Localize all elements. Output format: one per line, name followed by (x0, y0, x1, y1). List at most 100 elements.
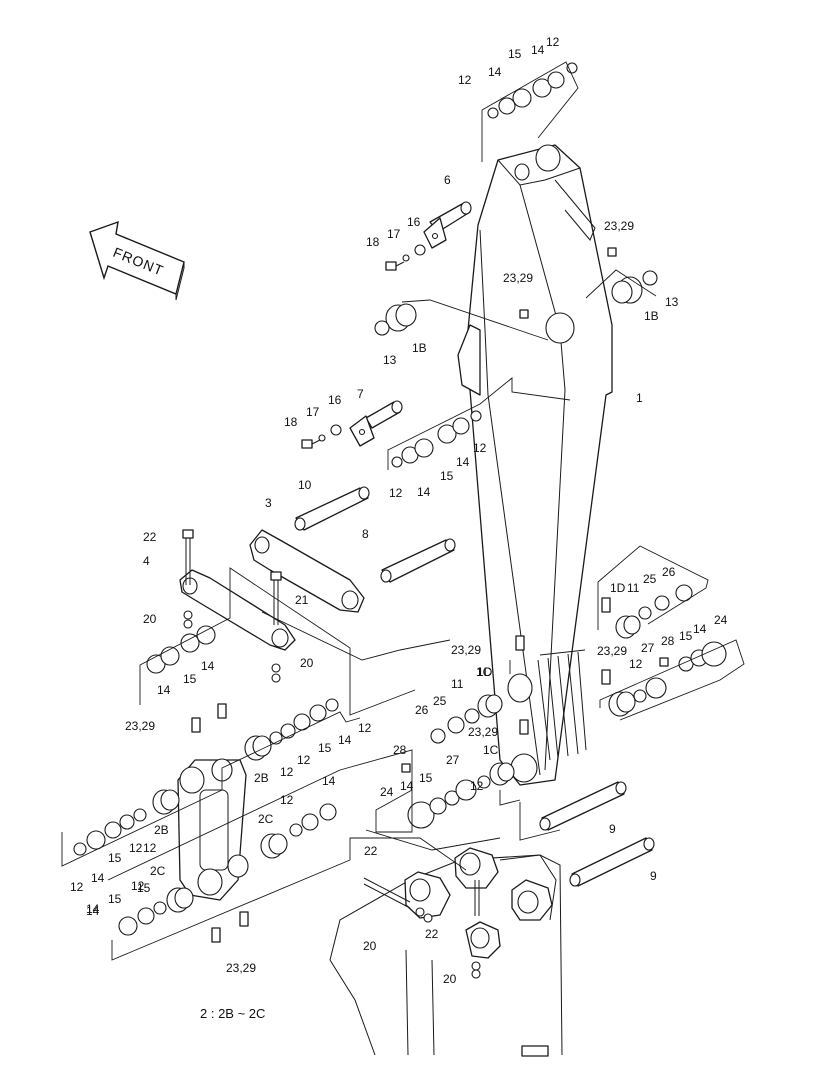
callout-label: 8 (362, 527, 369, 541)
callout-label: 17 (387, 227, 401, 241)
callout-label: 14 (531, 43, 545, 57)
callout-label: 14 (417, 485, 431, 499)
callout-label: 20 (300, 656, 314, 670)
callout-label: 24 (714, 613, 728, 627)
callout-label: 28 (393, 743, 407, 757)
callout-label: 13 (383, 353, 397, 367)
callout-label: 14 (693, 622, 707, 636)
callout-label: 14 (456, 455, 470, 469)
callout-label: 15 (137, 881, 151, 895)
callout-label: 26 (415, 703, 429, 717)
callout-label: 22 (425, 927, 439, 941)
pin-7 (349, 400, 403, 447)
callout-label: 12 (470, 779, 484, 793)
callout-label: 12 (131, 879, 145, 893)
callout-label: 14 (488, 65, 502, 79)
callout-label: 9 (650, 869, 657, 883)
callout-label: 21 (295, 593, 309, 607)
callout-label: 25 (433, 694, 447, 708)
callout-label: 25 (643, 572, 657, 586)
callout-label: 15 (108, 851, 122, 865)
pin-9-lower (569, 837, 655, 887)
callout-label: 18 (284, 415, 298, 429)
callout-label: 11 (451, 677, 464, 691)
callout-label: 2B (154, 823, 169, 837)
pin-6 (423, 201, 472, 249)
callout-label: 15 (108, 892, 122, 906)
callout-label: 10 (298, 478, 312, 492)
callout-label: 23,29 (468, 725, 498, 739)
callout-label: 23,29 (451, 643, 481, 657)
callout-label: 12 (70, 880, 84, 894)
callout-label: 15 (440, 469, 454, 483)
callout-label: 1 (636, 391, 643, 405)
callout-label: 22 (143, 530, 157, 544)
callout-label: 15 (419, 771, 433, 785)
h-link-2 (177, 758, 249, 901)
callout-label: 14 (86, 902, 100, 916)
callout-label: 14 (201, 659, 215, 673)
callout-label: 3 (265, 496, 272, 510)
callout-label: 1B (644, 309, 659, 323)
bucket (329, 847, 563, 1057)
footnote: 2 : 2B ~ 2C (200, 1006, 265, 1021)
callout-label: 1B (412, 341, 427, 355)
callout-label: 17 (306, 405, 320, 419)
callout-label: 15 (679, 629, 693, 643)
callout-label: 12 (358, 721, 372, 735)
callout-label: 23,29 (604, 219, 634, 233)
callout-label: 12 (297, 753, 311, 767)
front-arrow: FRONT (89, 220, 185, 301)
callout-label: 20 (143, 612, 157, 626)
bushings (152, 276, 643, 913)
callout-label: 16 (328, 393, 342, 407)
callout-label: 14 (91, 871, 105, 885)
callout-label: 14 (322, 774, 336, 788)
callout-label: 16 (407, 215, 421, 229)
bucket-link-3 (249, 529, 365, 613)
callout-label: 12 (389, 486, 403, 500)
callout-label: 26 (662, 565, 676, 579)
callout-label: 15 (183, 672, 197, 686)
callout-label: 4 (143, 554, 150, 568)
callout-label: 7 (357, 387, 364, 401)
callout-label: 1D (610, 581, 626, 595)
callout-label: 23,29 (597, 644, 627, 658)
callout-label: 14 (157, 683, 171, 697)
callout-label: 12 (458, 73, 472, 87)
callout-label: 27 (446, 753, 460, 767)
pin-10 (294, 486, 370, 531)
alignment-lines (61, 61, 745, 961)
callout-label: 1C (483, 743, 499, 757)
callout-label: 23,29 (503, 271, 533, 285)
pin-8 (380, 538, 456, 583)
callout-label: 15 (508, 47, 522, 61)
callout-label: 1D (477, 665, 493, 679)
callout-label: 1C (476, 665, 492, 679)
callout-label: 13 (665, 295, 679, 309)
callout-label: 9 (609, 822, 616, 836)
callout-label: 20 (443, 972, 457, 986)
callout-label: 23,29 (226, 961, 256, 975)
callout-label: 18 (366, 235, 380, 249)
callout-label: 12 (546, 35, 560, 49)
callout-label: 14 (400, 779, 414, 793)
callout-label: 24 (380, 785, 394, 799)
callout-label: 14 (338, 733, 352, 747)
callout-label: 12 (280, 793, 294, 807)
callout-label: 15 (318, 741, 332, 755)
callout-label: 2B (254, 771, 269, 785)
callout-label: 20 (363, 939, 377, 953)
pin-9-upper (539, 781, 627, 831)
callout-label: 27 (641, 641, 655, 655)
callout-label: 2C (258, 812, 274, 826)
callout-label: 12 (143, 841, 157, 855)
boom-arm (457, 144, 613, 786)
callout-label: 12 (473, 441, 487, 455)
callout-label: 22 (364, 844, 378, 858)
washer-stacks (73, 62, 727, 936)
callout-label: 28 (661, 634, 675, 648)
callout-label: 12 (629, 657, 643, 671)
